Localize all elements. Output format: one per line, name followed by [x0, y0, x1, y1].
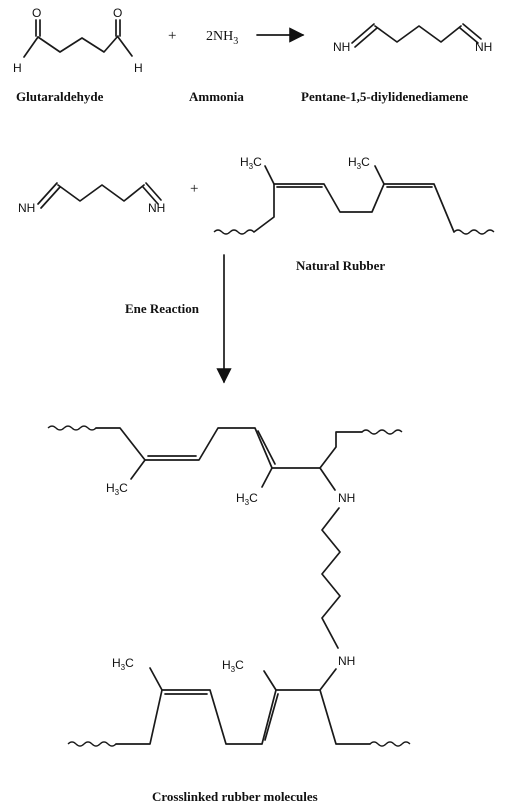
- atom-nh-left: NH: [333, 40, 350, 54]
- atom-nh-crosslink-bottom: NH: [338, 654, 355, 668]
- product-label: Crosslinked rubber molecules: [152, 789, 318, 804]
- atom-nh-crosslink-top: NH: [338, 491, 355, 505]
- plus-sign-2: +: [190, 181, 198, 197]
- atom-h-right: H: [134, 61, 143, 75]
- methyl-product-4: H3C: [222, 658, 244, 674]
- diimine-structure-2: NH NH: [18, 182, 165, 215]
- crosslinked-product-structure: H3C H3C NH NH H3C H3C: [47, 425, 411, 747]
- atom-h-left: H: [13, 61, 22, 75]
- methyl-nr-1: H3C: [240, 155, 262, 171]
- natural-rubber-structure: H3C H3C: [213, 155, 495, 235]
- methyl-product-3: H3C: [112, 656, 134, 672]
- methyl-product-2: H3C: [236, 491, 258, 507]
- diimine-structure-1: NH NH: [333, 23, 492, 54]
- ene-reaction-label: Ene Reaction: [125, 301, 200, 316]
- atom-o-left: O: [32, 6, 41, 20]
- atom-nh-left-2: NH: [18, 201, 35, 215]
- ammonia-label: Ammonia: [189, 89, 244, 104]
- diimine-label: Pentane-1,5-diylidenediamene: [301, 89, 468, 104]
- methyl-nr-2: H3C: [348, 155, 370, 171]
- atom-nh-right: NH: [475, 40, 492, 54]
- glutaraldehyde-structure: O H O H: [13, 6, 143, 75]
- glutaraldehyde-label: Glutaraldehyde: [16, 89, 104, 104]
- plus-sign-1: +: [168, 28, 176, 44]
- ammonia-reagent: 2NH3: [206, 29, 238, 47]
- methyl-product-1: H3C: [106, 481, 128, 497]
- natural-rubber-label: Natural Rubber: [296, 258, 385, 273]
- atom-o-right: O: [113, 6, 122, 20]
- atom-nh-right-2: NH: [148, 201, 165, 215]
